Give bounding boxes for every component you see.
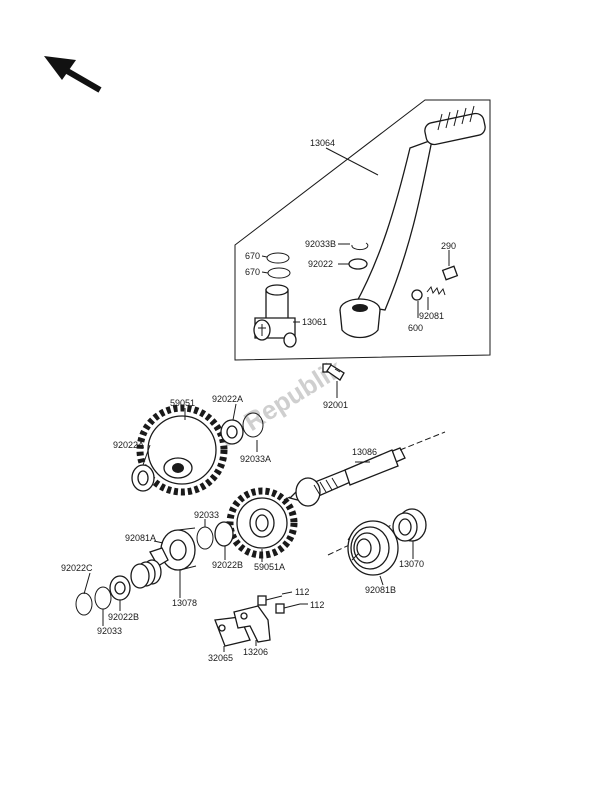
spring-92081 xyxy=(426,285,446,296)
ring-670-a xyxy=(266,252,290,264)
label-13086: 13086 xyxy=(352,447,377,457)
circlip-92033a xyxy=(242,412,264,438)
part-labels: 13064 92033B 92022 670 670 290 13061 920… xyxy=(61,138,456,663)
label-32065: 32065 xyxy=(208,653,233,663)
ball-600 xyxy=(411,289,423,301)
gear-59051a xyxy=(226,487,298,559)
label-92081b: 92081B xyxy=(365,585,396,595)
label-13061: 13061 xyxy=(302,317,327,327)
label-290: 290 xyxy=(441,241,456,251)
label-92033b: 92033B xyxy=(305,239,336,249)
circlip-92033-low xyxy=(94,586,112,610)
label-670-b: 670 xyxy=(245,267,260,277)
kick-pedal-frame xyxy=(234,99,491,361)
circlip-92033b xyxy=(351,242,369,251)
washer-92022 xyxy=(348,258,368,270)
label-92001: 92001 xyxy=(323,400,348,410)
label-92022b-mid: 92022B xyxy=(212,560,243,570)
label-13206: 13206 xyxy=(243,647,268,657)
label-92022: 92022 xyxy=(308,259,333,269)
label-600: 600 xyxy=(408,323,423,333)
bolt-112-a xyxy=(257,595,283,606)
plug-290 xyxy=(441,265,459,281)
label-92033-mid: 92033 xyxy=(194,510,219,520)
label-112-b: 112 xyxy=(310,600,324,610)
label-13070: 13070 xyxy=(399,559,424,569)
front-arrow-icon xyxy=(44,56,102,93)
spring-92081b xyxy=(347,520,399,576)
washer-92022b-mid xyxy=(214,521,234,547)
label-92022b-low: 92022B xyxy=(108,612,139,622)
spring-92081a xyxy=(130,559,162,589)
label-92081a: 92081A xyxy=(125,533,156,543)
label-59051: 59051 xyxy=(170,398,195,408)
label-13078: 13078 xyxy=(172,598,197,608)
label-92033-low: 92033 xyxy=(97,626,122,636)
label-670-a: 670 xyxy=(245,251,260,261)
label-92033a: 92033A xyxy=(240,454,271,464)
circlip-92033-mid xyxy=(196,526,214,550)
label-92022a-left: 92022A xyxy=(113,440,144,450)
shaft-holder-13061 xyxy=(253,284,297,348)
leader-lines xyxy=(83,147,450,652)
label-92022c: 92022C xyxy=(61,563,93,573)
ratchet-13078 xyxy=(149,527,197,571)
label-92022a-top: 92022A xyxy=(212,394,243,404)
ring-670-b xyxy=(267,267,291,279)
label-92081: 92081 xyxy=(419,311,444,321)
washer-92022c xyxy=(75,592,93,616)
bolt-112-b xyxy=(275,603,301,614)
label-13064: 13064 xyxy=(310,138,335,148)
guide-13206 xyxy=(233,605,271,643)
label-59051a: 59051A xyxy=(254,562,285,572)
label-112-a: 112 xyxy=(295,587,309,597)
bolt-92001 xyxy=(322,363,345,381)
cover-13070 xyxy=(392,508,427,542)
kick-pedal xyxy=(339,105,486,339)
gear-59051 xyxy=(136,404,228,496)
